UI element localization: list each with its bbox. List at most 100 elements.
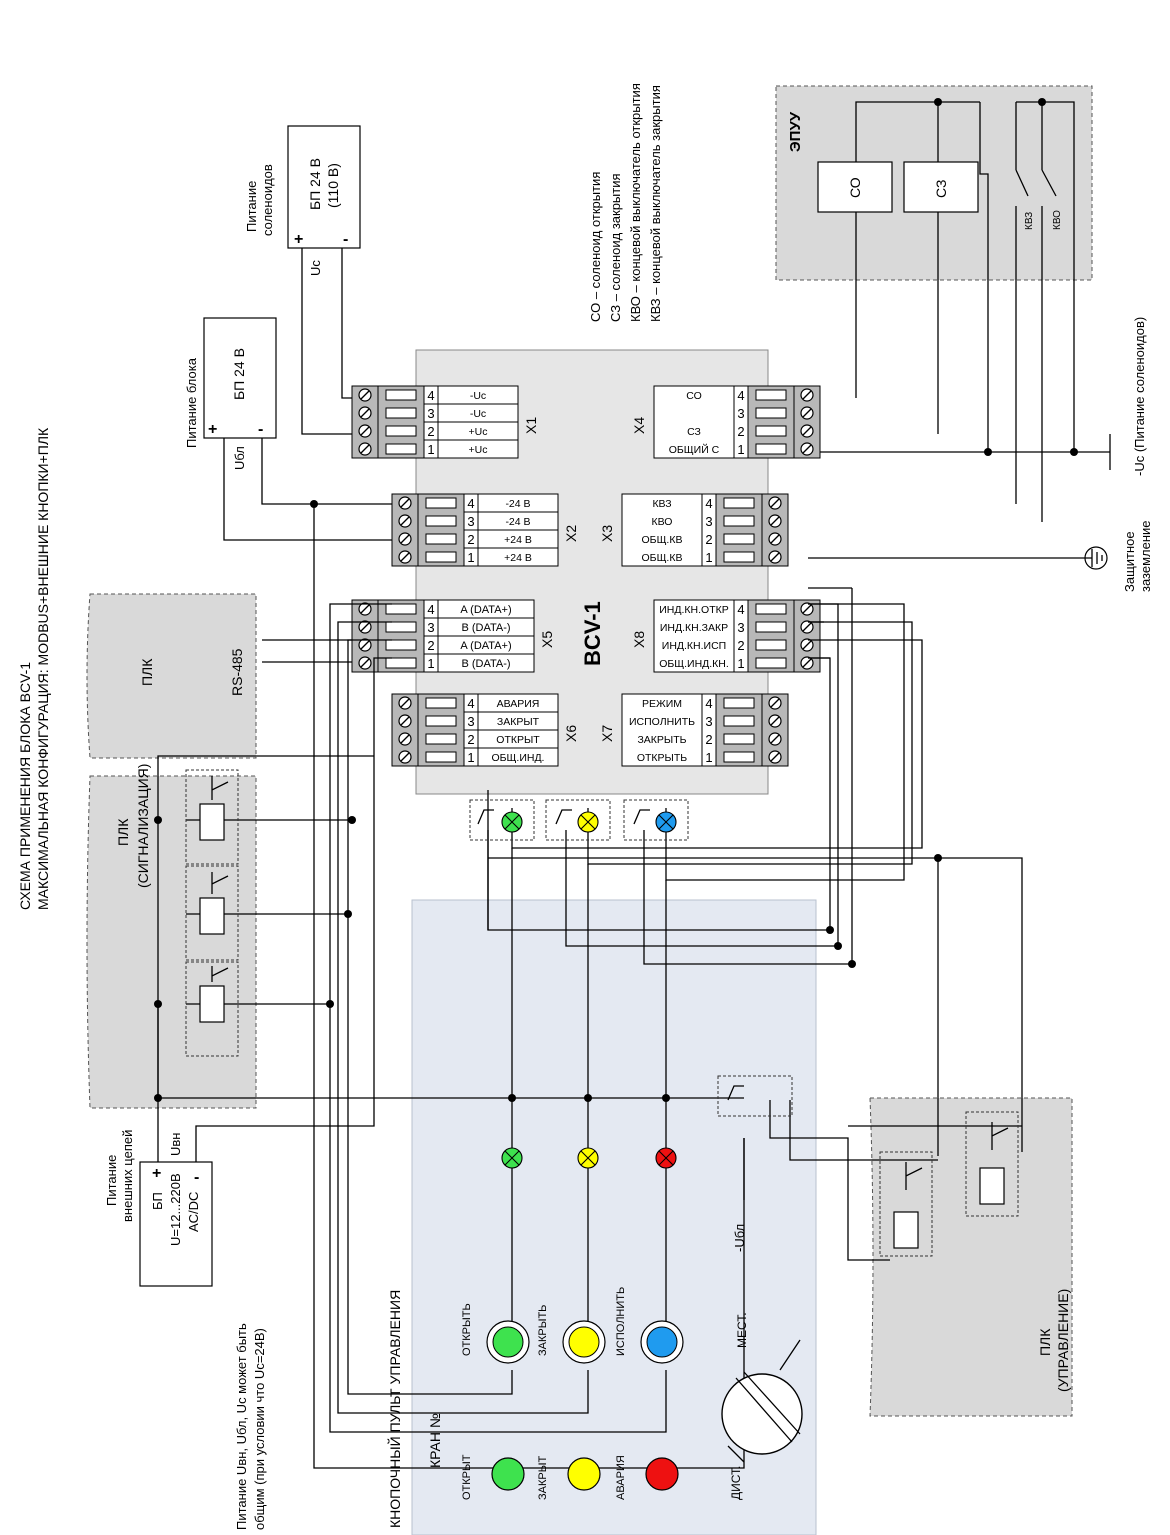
psu-sol-caption2: соленоидов — [260, 164, 275, 236]
pin-number: 2 — [427, 638, 434, 653]
plc-signal-relays — [185, 769, 239, 1057]
legend-sz: СЗ – соленоид закрытия — [608, 173, 623, 322]
ground-label-1: Защитное — [1122, 531, 1137, 592]
pin-label: +24 В — [504, 552, 532, 564]
pin-number: 4 — [427, 388, 434, 403]
plc-control-relays — [879, 1111, 1019, 1257]
pin-number: 2 — [737, 638, 744, 653]
plc-signal-l2: (СИГНАЛИЗАЦИЯ) — [135, 764, 151, 888]
psu-ext-box — [139, 1161, 213, 1287]
epuu-so-box — [817, 161, 893, 213]
pin-label: -Uc — [470, 408, 486, 420]
plc-control-l2: (УПРАВЛЕНИЕ) — [1055, 1289, 1071, 1392]
mode-selector[interactable] — [721, 1339, 803, 1463]
pin-number: 1 — [737, 656, 744, 671]
pin-number: 4 — [737, 388, 744, 403]
pin-label: ОБЩИЙ С — [669, 443, 720, 456]
epuu-sz-label: СЗ — [933, 180, 949, 198]
pin-label: -24 В — [505, 516, 530, 528]
selector-mest-label: МЕСТ. — [735, 1312, 749, 1348]
pin-number: 3 — [705, 714, 712, 729]
pin-number: 2 — [427, 424, 434, 439]
pin-label: +Uc — [469, 444, 488, 456]
console-button-cap[interactable] — [568, 1326, 600, 1358]
pin-label: СО — [686, 390, 702, 402]
pin-label: ЗАКРЫТЬ — [637, 734, 686, 746]
console-lamp — [645, 1457, 679, 1491]
epuu-title: ЭПУУ — [787, 111, 804, 152]
pin-label: -24 В — [505, 498, 530, 510]
connector-x8: 4ИНД.КН.ОТКР3ИНД.КН.ЗАКР2ИНД.КН.ИСП1ОБЩ.… — [631, 599, 821, 673]
pin-number: 3 — [467, 514, 474, 529]
pin-number: 4 — [737, 602, 744, 617]
console-lamp — [567, 1457, 601, 1491]
pin-label: ИСПОЛНИТЬ — [629, 716, 695, 728]
console-lamp-label: АВАРИЯ — [615, 1455, 627, 1500]
psu-block-name: БП 24 В — [231, 348, 247, 400]
psu-block-minus: - — [258, 421, 263, 438]
psu-sol-wire-label: Uc — [308, 260, 323, 276]
lamp-closed — [577, 1147, 599, 1169]
epuu-sz-box — [903, 161, 979, 213]
pin-label: ЗАКРЫТ — [497, 716, 540, 728]
pin-label: ОБЩ.ИНД. — [492, 752, 545, 764]
lamp-alarm — [655, 1147, 677, 1169]
psu-block-caption: Питание блока — [184, 357, 199, 448]
plc-modbus-panel — [86, 593, 257, 759]
pin-number: 3 — [427, 620, 434, 635]
psu-block-box — [203, 317, 277, 439]
pin-number: 2 — [705, 532, 712, 547]
connector-x2: 4-24 В3-24 В2+24 В1+24 ВX2 — [391, 493, 579, 567]
psu-sol-box — [287, 125, 361, 249]
console-button-cap[interactable] — [646, 1326, 678, 1358]
epuu-node-2 — [1038, 98, 1046, 106]
pin-label: КВО — [652, 516, 673, 528]
ground-label-2: заземление — [1138, 520, 1153, 592]
psu-ext-l2: U=12...220В — [168, 1173, 183, 1246]
psu-ext-minus: - — [194, 1169, 199, 1186]
connector-name: X8 — [631, 631, 647, 648]
pin-number: 2 — [467, 732, 474, 747]
console-button-cap[interactable] — [492, 1326, 524, 1358]
pin-number: 4 — [427, 602, 434, 617]
pin-number: 4 — [705, 696, 712, 711]
lamp-btn-open — [501, 811, 523, 833]
pin-label: СЗ — [687, 426, 701, 438]
connector-name: X2 — [563, 525, 579, 542]
psu-sol-minus: - — [343, 231, 348, 248]
psu-note-2: общим (при условии что Uc=24В) — [252, 1328, 267, 1530]
pin-number: 3 — [737, 406, 744, 421]
connector-name: X1 — [523, 417, 539, 434]
lamp-btn-execute — [655, 811, 677, 833]
uc-node-1 — [984, 448, 992, 456]
console-button-label: ОТКРЫТЬ — [461, 1303, 473, 1356]
psu-block-wire-label: Uбл — [232, 446, 247, 470]
pin-number: 3 — [467, 714, 474, 729]
legend-kvz: КВЗ – концевой выключатель закрытия — [648, 85, 663, 322]
legend-so: СО – соленоид открытия — [588, 172, 603, 322]
pin-number: 2 — [705, 732, 712, 747]
pin-label: A (DATA+) — [460, 604, 511, 616]
psu-ext-l1: БП — [150, 1192, 165, 1210]
plc-control-panel — [869, 1097, 1073, 1417]
pin-number: 1 — [737, 442, 744, 457]
title-line2: МАКСИМАЛЬНАЯ КОНФИГУРАЦИЯ: MODBUS+ВНЕШНИ… — [35, 427, 51, 910]
connector-name: X7 — [599, 725, 615, 742]
console-button-label: ИСПОЛНИТЬ — [615, 1287, 627, 1356]
epuu-kvo-label: КВО — [1052, 210, 1063, 230]
plc-signal-panel — [86, 775, 257, 1109]
pin-label: АВАРИЯ — [497, 698, 540, 710]
epuu-kvz-label: КВЗ — [1024, 212, 1035, 230]
console-lamp — [491, 1457, 525, 1491]
pin-number: 1 — [467, 550, 474, 565]
pin-label: B (DATA-) — [461, 622, 510, 634]
epuu-node-1 — [934, 98, 942, 106]
